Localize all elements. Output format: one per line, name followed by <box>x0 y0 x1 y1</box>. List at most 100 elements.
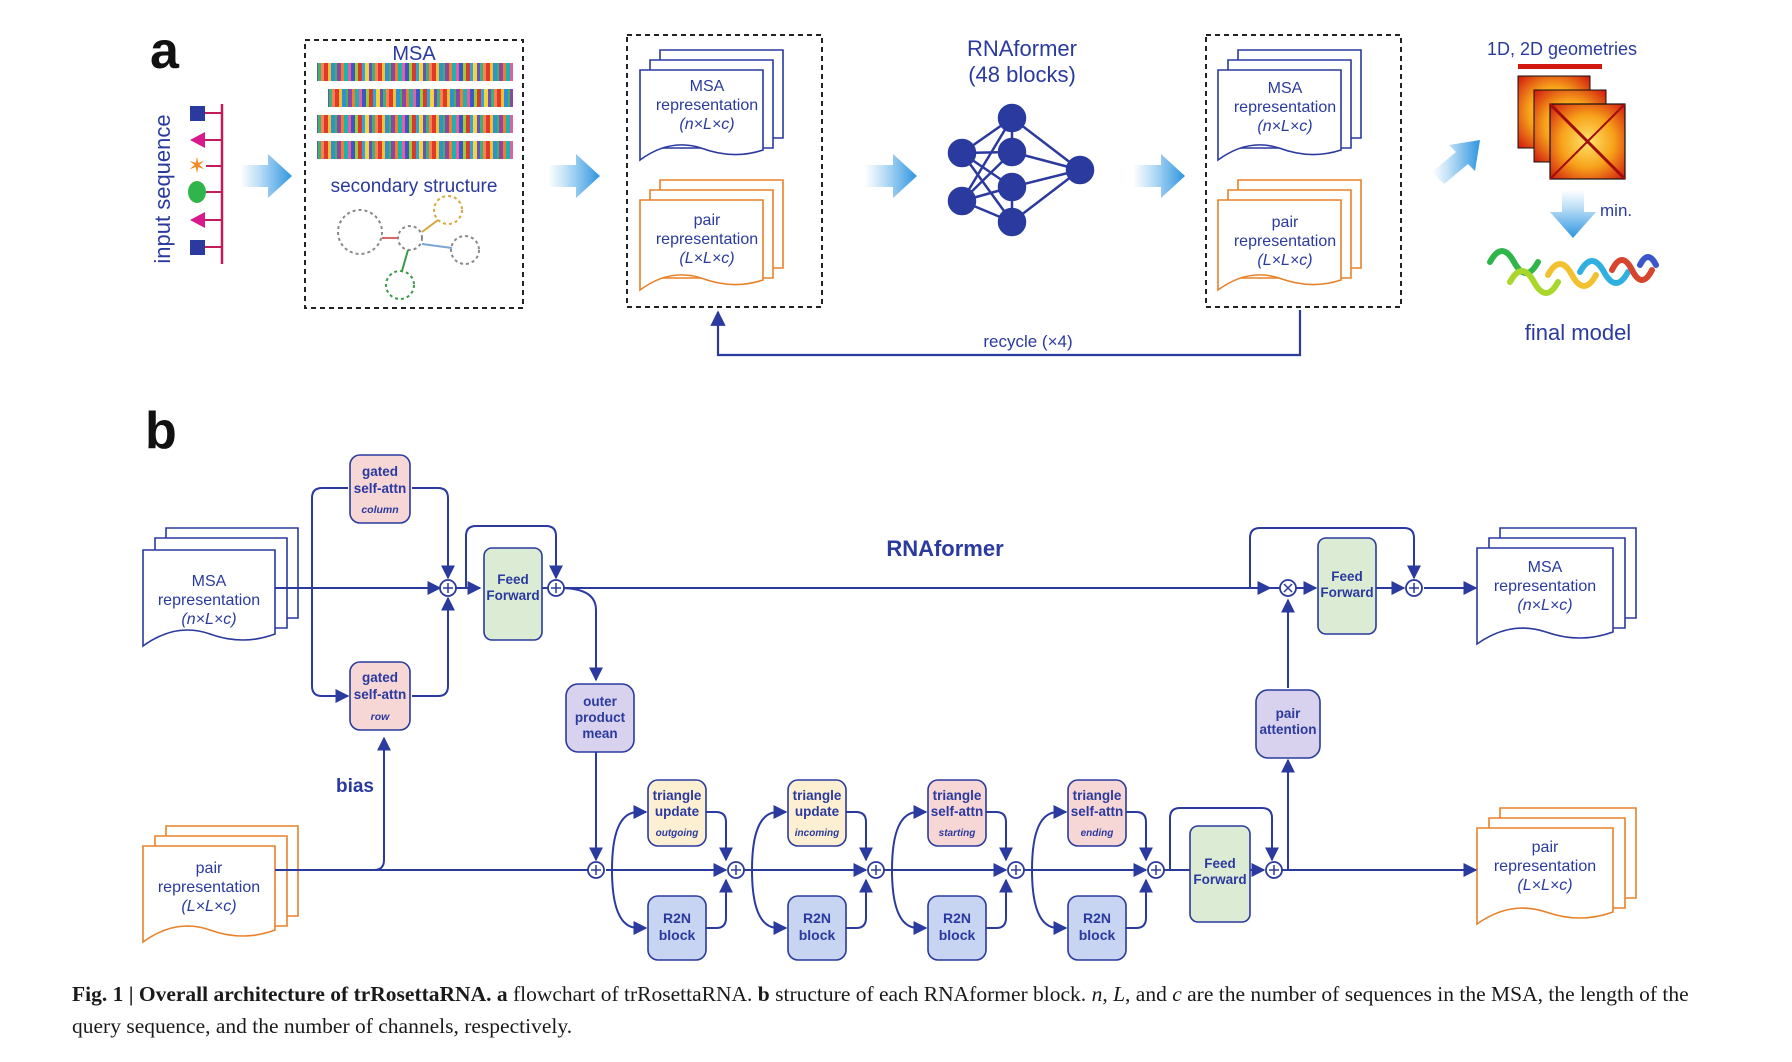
opm-line3: mean <box>582 726 617 741</box>
pair-out-line1: pair <box>1532 839 1559 856</box>
msa-rep-out-dims: (n×L×c) <box>1257 118 1312 135</box>
r2n2-line2: block <box>799 927 836 943</box>
secondary-structure-image <box>337 195 480 300</box>
opm-line1: outer <box>583 694 617 709</box>
r2n1-line1: R2N <box>663 910 691 926</box>
msa-input-box <box>304 39 524 309</box>
rnaformer-block-title: RNAformer <box>886 536 1004 561</box>
sum-operator-glyphs <box>443 583 1419 875</box>
pair-rep-out-line1: pair <box>1272 214 1299 231</box>
pair-attn-line1: pair <box>1276 706 1302 721</box>
min-label: min. <box>1600 201 1632 220</box>
feed-forward-block-msa <box>483 547 543 641</box>
msa-rep-out-line1: MSA <box>1268 80 1303 97</box>
tri-end-sub: ending <box>1081 828 1114 839</box>
caption-rest: are the number of sequences in the MSA, … <box>72 982 1689 1038</box>
ff1-line2: Forward <box>486 588 539 603</box>
geometries-label: 1D, 2D geometries <box>1487 39 1637 59</box>
pair-rep-out-line2: representation <box>1234 233 1336 250</box>
feed-forward-block-pair <box>1189 825 1251 923</box>
triangle-update-incoming-block <box>787 779 847 847</box>
tri-end-line2: self-attn <box>1071 804 1124 819</box>
neural-network-icon <box>947 103 1095 237</box>
row-attn-line2: self-attn <box>354 687 407 702</box>
col-attn-line1: gated <box>362 464 398 479</box>
flow-arrow-3 <box>865 154 917 198</box>
msa-input-doc <box>142 527 299 648</box>
connector-lines <box>275 487 1478 935</box>
caption-a-text: flowchart of trRosettaRNA. <box>507 982 758 1006</box>
msa-out-line1: MSA <box>1528 559 1563 576</box>
row-attn-sub: row <box>371 711 391 723</box>
msa-in-line1: MSA <box>192 573 227 590</box>
tri-end-line1: triangle <box>1073 788 1122 803</box>
msa-representation-out-doc <box>1217 49 1362 162</box>
caption-var-c: c <box>1172 982 1182 1006</box>
flow-arrow-2 <box>548 154 600 198</box>
rnaformer-title: RNAformer <box>967 36 1077 61</box>
flow-arrow-1 <box>240 154 292 198</box>
rnaformer-blocks: (48 blocks) <box>968 62 1076 87</box>
r2n-block-3 <box>927 895 987 961</box>
caption-a-label: a <box>496 982 508 1006</box>
pair-attn-line2: attention <box>1260 722 1317 737</box>
caption-fig-label: Fig. 1 | Overall architecture of trRoset… <box>72 982 492 1006</box>
msa-out-dims: (n×L×c) <box>1517 597 1572 614</box>
r2n-block-1 <box>647 895 707 961</box>
multiply-operator <box>1279 579 1297 597</box>
pair-representation-in-doc <box>639 179 784 292</box>
feed-forward-block-out <box>1317 537 1377 635</box>
final-model-label: final model <box>1525 320 1631 345</box>
input-sequence-icon: ✶ <box>188 104 224 264</box>
caption-sep2: , and <box>1125 982 1173 1006</box>
caption-b-text: structure of each RNAformer block. <box>769 982 1092 1006</box>
ff3-line2: Forward <box>1320 585 1373 600</box>
final-model-structure-image <box>1487 248 1659 296</box>
msa-title: MSA <box>392 43 436 65</box>
msa-in-line2: representation <box>158 592 260 609</box>
pair-out-dims: (L×L×c) <box>1517 877 1572 894</box>
pair-output-doc <box>1476 807 1637 926</box>
ff1-line1: Feed <box>497 572 529 587</box>
gated-self-attn-column-block <box>349 454 411 524</box>
msa-output-doc <box>1476 527 1637 646</box>
msa-rep-in-dims: (n×L×c) <box>679 116 734 133</box>
pair-out-line2: representation <box>1494 858 1596 875</box>
tri-start-line1: triangle <box>933 788 982 803</box>
tri-in-line2: update <box>795 804 840 819</box>
geometry-heatmap-image <box>1517 64 1627 181</box>
panel-b-label: b <box>145 402 177 460</box>
gated-self-attn-row-block <box>349 661 411 731</box>
msa-out-line2: representation <box>1494 578 1596 595</box>
pair-rep-out-dims: (L×L×c) <box>1257 252 1312 269</box>
pair-rep-in-line2: representation <box>656 231 758 248</box>
pair-in-line2: representation <box>158 879 260 896</box>
secondary-structure-label: secondary structure <box>331 176 498 197</box>
triangle-update-outgoing-block <box>647 779 707 847</box>
r2n3-line1: R2N <box>943 910 971 926</box>
r2n1-line2: block <box>659 927 696 943</box>
row-attn-line1: gated <box>362 670 398 685</box>
r2n-block-4 <box>1067 895 1127 961</box>
caption-b-label: b <box>757 982 770 1006</box>
col-attn-line2: self-attn <box>354 481 407 496</box>
msa-rep-in-line1: MSA <box>690 78 725 95</box>
msa-alignment-image <box>317 63 524 159</box>
tri-out-sub: outgoing <box>656 828 699 839</box>
pair-representation-out-doc <box>1217 179 1362 292</box>
opm-line2: product <box>575 710 626 725</box>
pair-rep-in-line1: pair <box>694 212 721 229</box>
r2n3-line2: block <box>939 927 976 943</box>
tri-out-line1: triangle <box>653 788 702 803</box>
caption-sep1: , <box>1102 982 1114 1006</box>
triangle-self-attn-ending-block <box>1067 779 1127 847</box>
msa-rep-out-line2: representation <box>1234 99 1336 116</box>
ff3-line1: Feed <box>1331 569 1363 584</box>
pair-input-doc <box>142 825 299 944</box>
ff2-line1: Feed <box>1204 856 1236 871</box>
flow-arrow-5 <box>1432 140 1480 184</box>
input-sequence-label: input sequence <box>150 114 175 263</box>
ff2-line2: Forward <box>1193 872 1246 887</box>
triangle-self-attn-starting-block <box>927 779 987 847</box>
